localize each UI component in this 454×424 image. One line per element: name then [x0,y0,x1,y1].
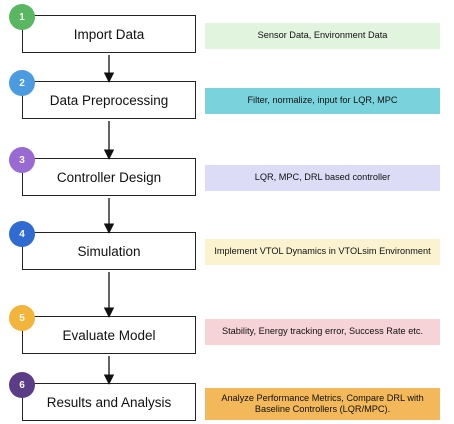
step-5-description: Stability, Energy tracking error, Succes… [205,319,440,345]
step-6-description-text: Analyze Performance Metrics, Compare DRL… [221,392,424,415]
step-1-badge: 1 [9,4,35,30]
step-1-label: Import Data [73,26,145,42]
step-3-badge: 3 [9,147,35,173]
step-2-box: Data Preprocessing [22,81,196,119]
step-6-description: Analyze Performance Metrics, Compare DRL… [205,388,440,420]
step-2-description-text: Filter, normalize, input for LQR, MPC [247,95,398,106]
step-3-description: LQR, MPC, DRL based controller [205,165,440,191]
step-5-box: Evaluate Model [22,316,196,354]
step-6-box: Results and Analysis [22,383,196,421]
step-4-description-text: Implement VTOL Dynamics in VTOLsim Envir… [214,246,431,257]
step-2-badge: 2 [9,70,35,96]
step-4-badge: 4 [9,221,35,247]
step-6-badge: 6 [9,372,35,398]
step-1-description-text: Sensor Data, Environment Data [257,30,388,41]
step-4-label: Simulation [77,243,141,259]
step-4-description: Implement VTOL Dynamics in VTOLsim Envir… [205,239,440,265]
step-6-label: Results and Analysis [46,394,172,410]
step-3-description-text: LQR, MPC, DRL based controller [254,172,391,183]
step-2-description: Filter, normalize, input for LQR, MPC [205,88,440,114]
step-2-label: Data Preprocessing [49,92,169,108]
step-4-box: Simulation [22,232,196,270]
step-1-description: Sensor Data, Environment Data [205,23,440,49]
step-3-box: Controller Design [22,158,196,196]
step-3-label: Controller Design [56,169,162,185]
step-5-description-text: Stability, Energy tracking error, Succes… [221,326,423,337]
step-1-box: Import Data [22,15,196,53]
step-5-label: Evaluate Model [62,327,156,343]
step-5-badge: 5 [9,305,35,331]
